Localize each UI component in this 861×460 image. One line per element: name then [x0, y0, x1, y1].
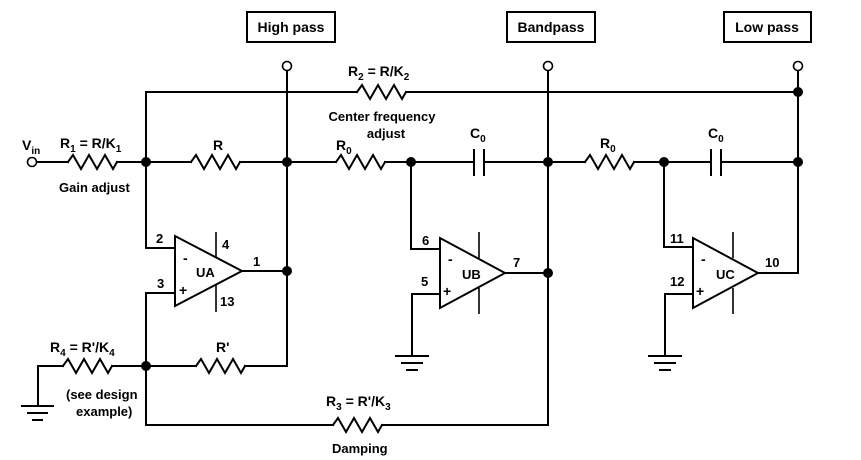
- pin-label: 1: [253, 254, 260, 269]
- junction-dot: [141, 361, 151, 371]
- junction-dot: [793, 87, 803, 97]
- c0-a-label: C0: [470, 125, 486, 145]
- ground-icon: [648, 355, 682, 371]
- c0-capacitor-b: [710, 149, 722, 176]
- ua-inverting-wire: [145, 161, 176, 249]
- r0-resistor-a: [334, 152, 387, 172]
- r0-b-label: R0: [600, 135, 616, 155]
- pin-label: 5: [421, 274, 428, 289]
- pin-label: 6: [422, 233, 429, 248]
- r2-label: R2 = R/K2: [348, 63, 410, 83]
- opamp-ub-name: UB: [462, 267, 481, 282]
- pin-label: 3: [157, 276, 164, 291]
- r3-resistor: [331, 415, 384, 435]
- r-resistor: [189, 152, 242, 172]
- pin-label: 13: [220, 294, 234, 309]
- junction-dot: [543, 157, 553, 167]
- low-pass-output-label: Low pass: [723, 11, 812, 43]
- inverting-symbol: -: [448, 251, 453, 267]
- r-prime-label: R': [216, 339, 229, 355]
- r2-caption-line1: Center frequency: [329, 109, 437, 124]
- pin-label: 10: [765, 255, 779, 270]
- pin-label: 7: [513, 255, 520, 270]
- uc-inverting-wire: [663, 161, 694, 248]
- r4-caption-line1: (see design: [66, 387, 138, 402]
- r-prime-resistor: [194, 356, 247, 376]
- high-pass-output-label: High pass: [246, 11, 336, 43]
- junction-dot: [543, 268, 553, 278]
- r1-label: R1 = R/K1: [60, 135, 122, 155]
- pin-label: 2: [156, 231, 163, 246]
- bandpass-text: Bandpass: [518, 19, 585, 35]
- c0-b-label: C0: [708, 125, 724, 145]
- vin-label: Vin: [22, 137, 40, 157]
- noninverting-symbol: +: [443, 283, 451, 299]
- ua-noninverting-wire: [145, 292, 176, 426]
- inverting-symbol: -: [183, 250, 188, 266]
- noninverting-symbol: +: [179, 282, 187, 298]
- high-pass-text: High pass: [258, 19, 325, 35]
- r3-label: R3 = R'/K3: [326, 393, 391, 413]
- r1-resistor: [66, 152, 119, 172]
- uc-noninverting-wire: [664, 293, 694, 357]
- low-pass-text: Low pass: [735, 19, 799, 35]
- opamp-ua-name: UA: [196, 265, 215, 280]
- pin-label: 12: [670, 274, 684, 289]
- bandpass-terminal: [542, 60, 554, 72]
- ub-inverting-wire: [410, 161, 441, 250]
- opamp-ua: UA - + 2 3 1 4 13: [156, 231, 260, 312]
- pin-label: 4: [222, 237, 230, 252]
- r0-resistor-b: [583, 152, 636, 172]
- low-pass-terminal: [792, 60, 804, 72]
- r-label: R: [213, 137, 223, 153]
- r4-resistor: [61, 356, 114, 376]
- c0-capacitor-a: [473, 149, 485, 176]
- r2-caption-line2: adjust: [367, 126, 406, 141]
- opamp-uc: UC - + 11 12 10: [670, 231, 779, 314]
- r0-a-label: R0: [336, 137, 352, 157]
- bandpass-output-label: Bandpass: [506, 11, 596, 43]
- opamp-ub: UB - + 6 5 7: [421, 232, 520, 314]
- vin-terminal: [26, 156, 38, 168]
- ground-icon: [21, 405, 54, 421]
- r4-label: R4 = R'/K4: [50, 339, 115, 359]
- high-pass-terminal: [281, 60, 293, 72]
- ub-noninverting-wire: [411, 293, 441, 357]
- uc-output-wire: [757, 161, 799, 274]
- top-rail-left: [145, 91, 358, 163]
- r1-caption: Gain adjust: [59, 180, 130, 195]
- r4-caption-line2: example): [76, 404, 132, 419]
- noninverting-symbol: +: [696, 283, 704, 299]
- r2-resistor: [355, 82, 408, 102]
- junction-dot: [282, 266, 292, 276]
- junction-dot: [282, 157, 292, 167]
- inverting-symbol: -: [701, 251, 706, 267]
- ground-icon: [395, 355, 429, 371]
- pin-label: 11: [670, 231, 684, 246]
- opamp-uc-name: UC: [716, 267, 735, 282]
- r4-ground-wire: [37, 365, 64, 407]
- r3-caption: Damping: [332, 441, 388, 456]
